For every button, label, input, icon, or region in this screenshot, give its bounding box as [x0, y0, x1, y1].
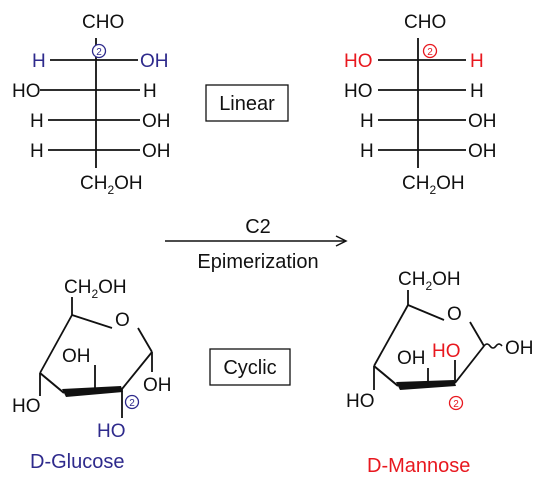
- mannose-ring-c4-oh: HO: [346, 391, 375, 412]
- mannose-fischer-row2-right: H: [470, 81, 484, 102]
- mannose-ring-c3-oh: OH: [397, 348, 426, 369]
- glucose-ring-oxygen: O: [115, 310, 130, 331]
- cyclic-label: Cyclic: [223, 357, 276, 379]
- mannose-haworth-ring: CH2OH O OH HO 2 OH HO: [346, 269, 534, 412]
- mannose-bond-c1-oh-wavy: [483, 343, 503, 349]
- mannose-fischer-row4-right: OH: [468, 141, 497, 162]
- cyclic-label-box: Cyclic: [209, 348, 291, 386]
- glucose-fischer-bottom: CH2OH: [80, 173, 143, 197]
- mannose-fischer-bottom-tail: OH: [436, 173, 465, 194]
- glucose-ring-bond-c3-c2-wedge: [62, 386, 123, 397]
- glucose-haworth-ring: CH2OH O OH HO 2 OH HO: [12, 277, 172, 442]
- glucose-ring-c3-oh: OH: [62, 346, 91, 367]
- glucose-ring-c2-oh: HO: [97, 421, 126, 442]
- mannose-fischer-bottom: CH2OH: [402, 173, 465, 197]
- glucose-fischer-bottom-sub: 2: [107, 183, 114, 197]
- mannose-ring-c2-oh: HO: [432, 341, 461, 362]
- glucose-ring-bond-o-c1: [137, 327, 153, 353]
- mannose-ring-bond-c3-c2-wedge: [396, 380, 456, 390]
- glucose-ring-c4-oh: HO: [12, 396, 41, 417]
- glucose-name: D-Glucose: [30, 451, 124, 473]
- glucose-ring-bond-c5-o: [71, 314, 113, 329]
- glucose-ring-c2-marker-label: 2: [129, 398, 135, 409]
- mannose-ring-bond-c5-c4: [373, 304, 409, 367]
- mannose-ring-bond-c4-c3: [373, 365, 399, 387]
- mannose-ring-oxygen: O: [447, 304, 462, 325]
- glucose-fischer-row4-right: OH: [142, 141, 171, 162]
- mannose-ring-ch2oh: CH2OH: [398, 269, 461, 293]
- mannose-fischer-row3-right: OH: [468, 111, 497, 132]
- glucose-ring-c1-oh: OH: [143, 375, 172, 396]
- mannose-ring-ch2oh-sub: 2: [425, 279, 432, 293]
- glucose-fischer-c2-marker: [91, 43, 107, 59]
- glucose-ring-bond-c5-c4: [39, 314, 73, 374]
- glucose-ring-ch2oh-sub: 2: [91, 287, 98, 301]
- glucose-ring-c2-marker: [124, 394, 140, 410]
- glucose-fischer-c2-marker-label: 2: [96, 47, 102, 58]
- mannose-ring-bond-o-c1: [469, 321, 485, 347]
- reaction-arrow: C2 Epimerization: [165, 216, 348, 273]
- glucose-ring-ch2oh-tail: OH: [98, 277, 127, 298]
- mannose-fischer-projection: CHO HO H 2 HO H H OH H OH CH2OH: [344, 12, 497, 197]
- mannose-fischer-row2-left: HO: [344, 81, 373, 102]
- glucose-ring-bond-c4-c3: [39, 372, 65, 394]
- glucose-ring-bond-c2-c1: [121, 351, 153, 390]
- linear-label-box: Linear: [205, 84, 289, 122]
- glucose-ring-ch2oh: CH2OH: [64, 277, 127, 301]
- mannose-ring-bond-c5-o: [407, 304, 445, 321]
- mannose-fischer-bottom-sub: 2: [429, 183, 436, 197]
- linear-box-frame: [205, 84, 289, 122]
- glucose-fischer-row1-left: H: [32, 51, 46, 72]
- glucose-fischer-row4-left: H: [30, 141, 44, 162]
- mannose-ring-c1-oh: OH: [505, 338, 534, 359]
- glucose-fischer-row2-right: H: [143, 81, 157, 102]
- mannose-fischer-top: CHO: [404, 12, 446, 33]
- glucose-fischer-bottom-tail: OH: [114, 173, 143, 194]
- reaction-top-label: C2: [245, 216, 271, 238]
- mannose-fischer-bottom-main: CH: [402, 173, 429, 194]
- glucose-fischer-row1-right: OH: [140, 51, 169, 72]
- glucose-fischer-top: CHO: [82, 12, 124, 33]
- linear-label: Linear: [219, 93, 275, 115]
- mannose-ring-ch2oh-tail: OH: [432, 269, 461, 290]
- cyclic-box-frame: [209, 348, 291, 386]
- mannose-fischer-row1-right: H: [470, 51, 484, 72]
- mannose-fischer-row4-left: H: [360, 141, 374, 162]
- mannose-ring-bond-c2-c1: [454, 345, 485, 384]
- glucose-fischer-bottom-main: CH: [80, 173, 107, 194]
- mannose-fischer-row3-left: H: [360, 111, 374, 132]
- mannose-ring-c2-marker-label: 2: [453, 399, 459, 410]
- glucose-ring-ch2oh-main: CH: [64, 277, 91, 298]
- reaction-bottom-label: Epimerization: [197, 251, 318, 273]
- glucose-fischer-row2-left: HO: [12, 81, 41, 102]
- glucose-fischer-row3-left: H: [30, 111, 44, 132]
- mannose-ring-c2-marker: [448, 395, 464, 411]
- reaction-arrow-head: [335, 235, 348, 247]
- mannose-fischer-row1-left: HO: [344, 51, 373, 72]
- mannose-fischer-c2-marker: [422, 43, 438, 59]
- glucose-fischer-row3-right: OH: [142, 111, 171, 132]
- mannose-fischer-c2-marker-label: 2: [427, 47, 433, 58]
- mannose-name: D-Mannose: [367, 455, 470, 477]
- glucose-fischer-projection: CHO H OH 2 HO H H OH H OH CH2OH: [12, 12, 171, 197]
- mannose-ring-ch2oh-main: CH: [398, 269, 425, 290]
